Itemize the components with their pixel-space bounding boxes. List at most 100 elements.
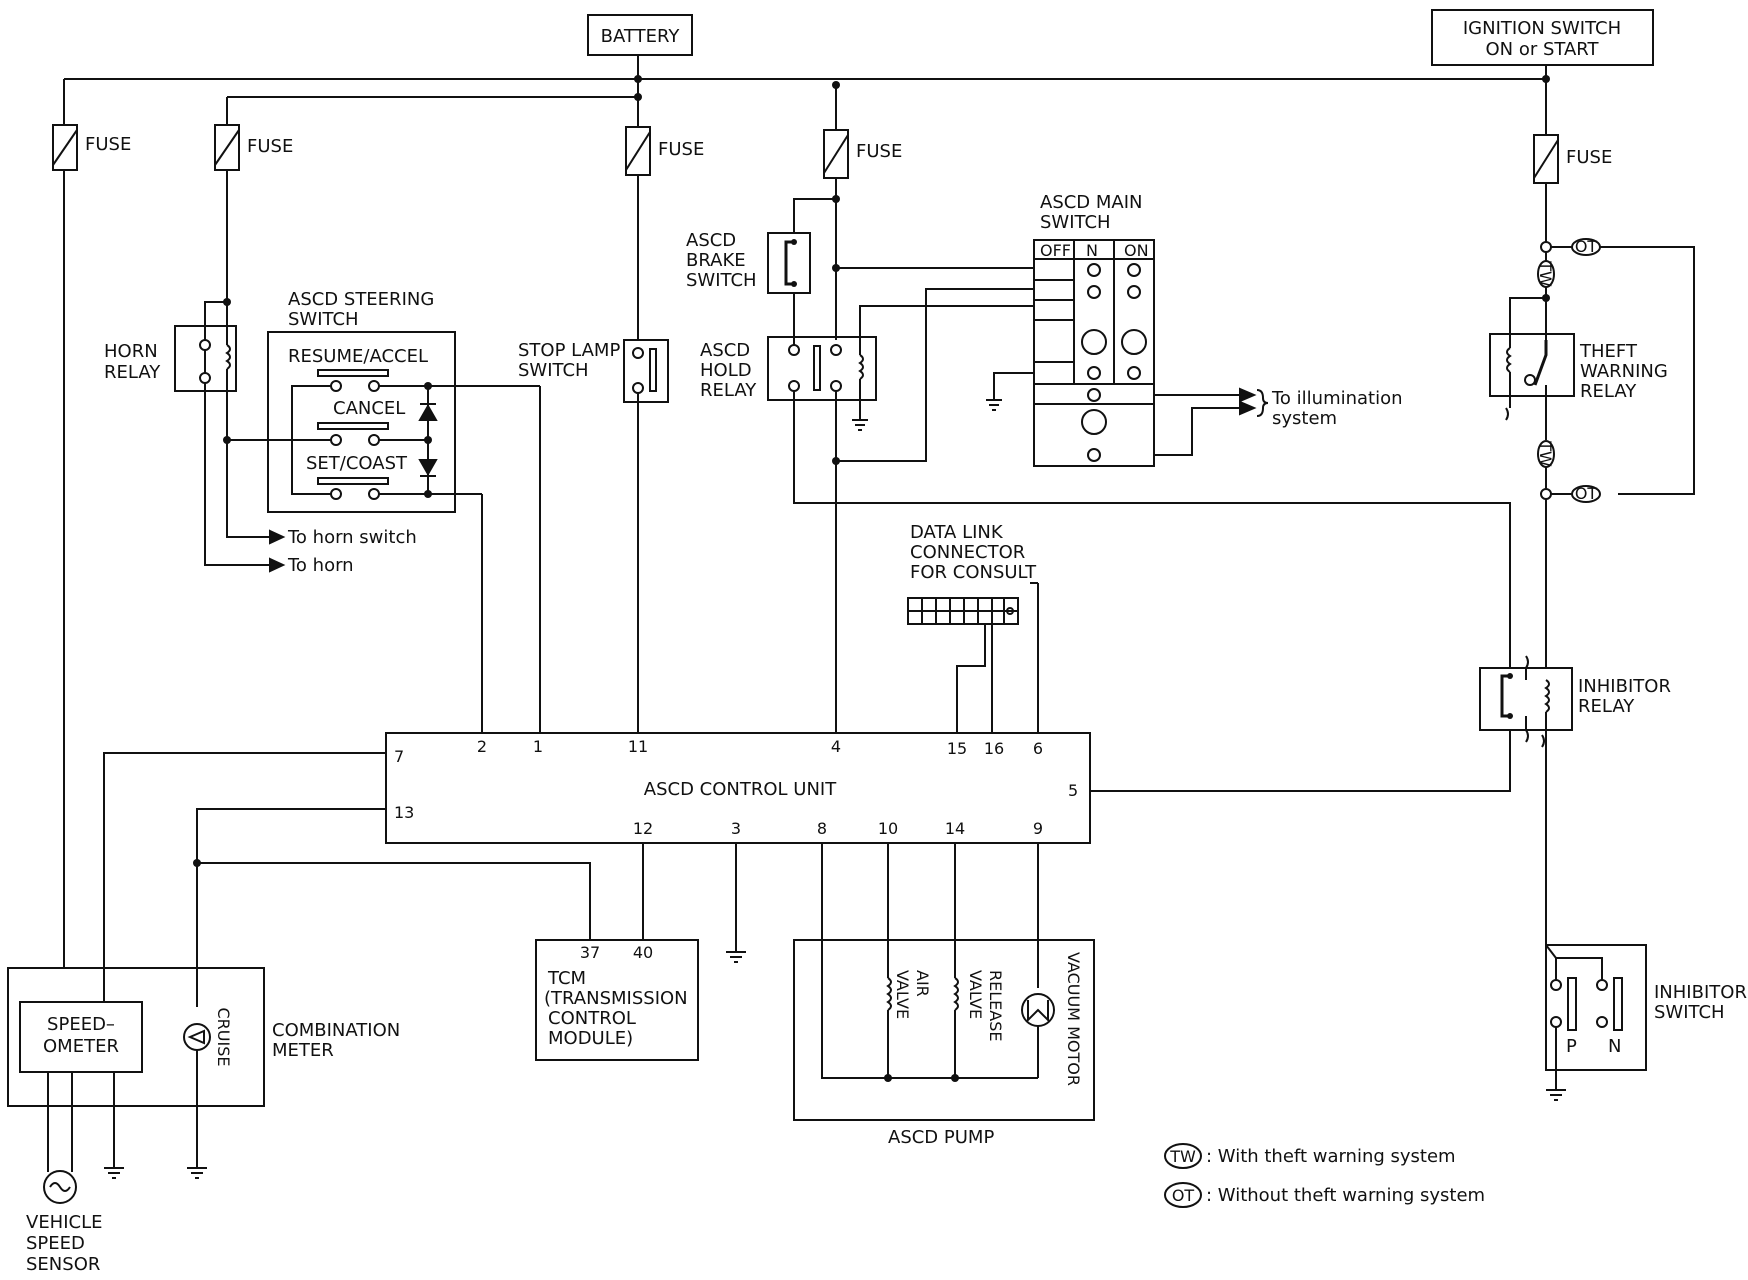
svg-text:9: 9 bbox=[1033, 819, 1043, 838]
svg-text:CONNECTOR: CONNECTOR bbox=[910, 542, 1025, 563]
svg-text:OFF: OFF bbox=[1040, 241, 1071, 260]
svg-text:SWITCH: SWITCH bbox=[686, 270, 757, 291]
svg-text:SPEED–: SPEED– bbox=[47, 1014, 115, 1035]
fuse-3: FUSE bbox=[625, 97, 704, 340]
svg-text:: Without theft warning system: : Without theft warning system bbox=[1206, 1185, 1485, 1206]
svg-text:OMETER: OMETER bbox=[43, 1036, 119, 1057]
svg-text:SWITCH: SWITCH bbox=[1040, 212, 1111, 233]
svg-text:SWITCH: SWITCH bbox=[1654, 1002, 1725, 1023]
svg-text:TW: TW bbox=[1169, 1147, 1196, 1166]
svg-text:FUSE: FUSE bbox=[247, 136, 293, 157]
svg-text:3: 3 bbox=[731, 819, 741, 838]
svg-text:RELAY: RELAY bbox=[1578, 696, 1635, 717]
svg-text:VALVE: VALVE bbox=[893, 970, 912, 1019]
ascd-main-switch: ASCD MAIN SWITCH OFF N ON bbox=[986, 192, 1403, 467]
svg-text:STOP LAMP: STOP LAMP bbox=[518, 340, 620, 361]
svg-text:2: 2 bbox=[477, 737, 487, 756]
svg-text:TW: TW bbox=[1536, 440, 1555, 467]
svg-text:INHIBITOR: INHIBITOR bbox=[1578, 676, 1671, 697]
svg-text:1: 1 bbox=[533, 737, 543, 756]
svg-text:ASCD: ASCD bbox=[700, 340, 750, 361]
svg-text:IGNITION SWITCH: IGNITION SWITCH bbox=[1463, 18, 1621, 39]
svg-text:AIR: AIR bbox=[913, 970, 932, 997]
svg-text:To horn: To horn bbox=[287, 555, 354, 576]
svg-text:OT: OT bbox=[1575, 237, 1598, 256]
legend-item-tw: TW : With theft warning system bbox=[1164, 1143, 1456, 1169]
svg-text:CRUISE: CRUISE bbox=[214, 1008, 233, 1067]
svg-text:RELAY: RELAY bbox=[700, 380, 757, 401]
svg-text:ASCD PUMP: ASCD PUMP bbox=[888, 1127, 994, 1148]
svg-text:system: system bbox=[1272, 408, 1337, 429]
fuse-1: FUSE bbox=[52, 79, 131, 968]
stop-lamp-switch: STOP LAMP SWITCH bbox=[518, 339, 669, 733]
svg-text:INHIBITOR: INHIBITOR bbox=[1654, 982, 1747, 1003]
svg-text:40: 40 bbox=[633, 943, 653, 962]
svg-text:15: 15 bbox=[947, 739, 967, 758]
ignition-switch-box: IGNITION SWITCH ON or START bbox=[1431, 9, 1654, 66]
svg-text:11: 11 bbox=[628, 737, 648, 756]
svg-text:RELAY: RELAY bbox=[104, 362, 161, 383]
svg-text:To horn switch: To horn switch bbox=[287, 527, 417, 548]
tcm-module: 37 40 TCM (TRANSMISSION CONTROL MODULE) bbox=[535, 939, 699, 1061]
vehicle-speed-sensor: VEHICLE SPEED SENSOR bbox=[26, 1170, 103, 1275]
svg-text:VALVE: VALVE bbox=[966, 970, 985, 1019]
svg-text:4: 4 bbox=[831, 737, 841, 756]
svg-text:FUSE: FUSE bbox=[658, 139, 704, 160]
svg-text:TW: TW bbox=[1536, 260, 1555, 287]
svg-text:CONTROL: CONTROL bbox=[548, 1008, 636, 1029]
horn-relay: HORN RELAY To horn switch To horn bbox=[104, 298, 417, 576]
legend-item-ot: OT : Without theft warning system bbox=[1164, 1182, 1485, 1208]
fuse-2: FUSE bbox=[214, 97, 293, 302]
svg-text:SPEED: SPEED bbox=[26, 1233, 85, 1254]
svg-text:ON or START: ON or START bbox=[1485, 39, 1599, 60]
svg-text:8: 8 bbox=[817, 819, 827, 838]
svg-text:THEFT: THEFT bbox=[1579, 341, 1638, 362]
fuse-5: FUSE bbox=[1533, 79, 1612, 245]
data-link-connector: DATA LINK CONNECTOR FOR CONSULT bbox=[907, 522, 1039, 733]
svg-text:ASCD MAIN: ASCD MAIN bbox=[1040, 192, 1143, 213]
svg-text:HOLD: HOLD bbox=[700, 360, 752, 381]
meter-wiring bbox=[103, 752, 746, 1007]
svg-text:WARNING: WARNING bbox=[1580, 361, 1668, 382]
svg-text:P: P bbox=[1566, 1036, 1577, 1057]
svg-text:OT: OT bbox=[1172, 1186, 1195, 1205]
svg-text:ASCD CONTROL UNIT: ASCD CONTROL UNIT bbox=[644, 779, 837, 800]
svg-text:BRAKE: BRAKE bbox=[686, 250, 746, 271]
svg-text:SWITCH: SWITCH bbox=[518, 360, 589, 381]
svg-text:FUSE: FUSE bbox=[856, 141, 902, 162]
svg-text:SWITCH: SWITCH bbox=[288, 309, 359, 330]
svg-text:N: N bbox=[1608, 1036, 1621, 1057]
svg-text:7: 7 bbox=[394, 747, 404, 766]
svg-text:37: 37 bbox=[580, 943, 600, 962]
svg-text:COMBINATION: COMBINATION bbox=[272, 1020, 400, 1041]
svg-text:(TRANSMISSION: (TRANSMISSION bbox=[544, 988, 688, 1009]
svg-text:DATA LINK: DATA LINK bbox=[910, 522, 1004, 543]
svg-text:N: N bbox=[1086, 241, 1098, 260]
svg-text:12: 12 bbox=[633, 819, 653, 838]
svg-text:RELEASE: RELEASE bbox=[986, 970, 1005, 1041]
svg-text:16: 16 bbox=[984, 739, 1004, 758]
svg-text:HORN: HORN bbox=[104, 341, 158, 362]
svg-text:BATTERY: BATTERY bbox=[601, 26, 681, 47]
svg-text:ON: ON bbox=[1124, 241, 1149, 260]
fuse-4: FUSE bbox=[823, 85, 902, 340]
inhibitor-switch: P N INHIBITOR SWITCH bbox=[1545, 944, 1747, 1101]
svg-text:13: 13 bbox=[394, 803, 414, 822]
svg-text:OT: OT bbox=[1575, 484, 1598, 503]
svg-text:SENSOR: SENSOR bbox=[26, 1254, 100, 1275]
power-bus bbox=[64, 55, 1550, 101]
ascd-control-unit: ASCD CONTROL UNIT 2 1 11 4 15 16 6 7 13 … bbox=[385, 732, 1091, 844]
svg-text:RESUME/ACCEL: RESUME/ACCEL bbox=[288, 346, 428, 367]
svg-text:RELAY: RELAY bbox=[1580, 381, 1637, 402]
svg-text:MODULE): MODULE) bbox=[548, 1028, 633, 1049]
svg-text:14: 14 bbox=[945, 819, 965, 838]
theft-warning-relay: OT TW TW OT THEFT WARNING RELAY bbox=[1489, 237, 1695, 668]
ascd-steering-switch: ASCD STEERING SWITCH RESUME/ACCEL CANCEL… bbox=[227, 289, 541, 733]
svg-text:TCM: TCM bbox=[547, 968, 586, 989]
svg-text:VEHICLE: VEHICLE bbox=[26, 1212, 103, 1233]
svg-text:VACUUM MOTOR: VACUUM MOTOR bbox=[1064, 952, 1083, 1086]
svg-text:FUSE: FUSE bbox=[85, 134, 131, 155]
svg-text:METER: METER bbox=[272, 1040, 334, 1061]
svg-text:5: 5 bbox=[1068, 781, 1078, 800]
